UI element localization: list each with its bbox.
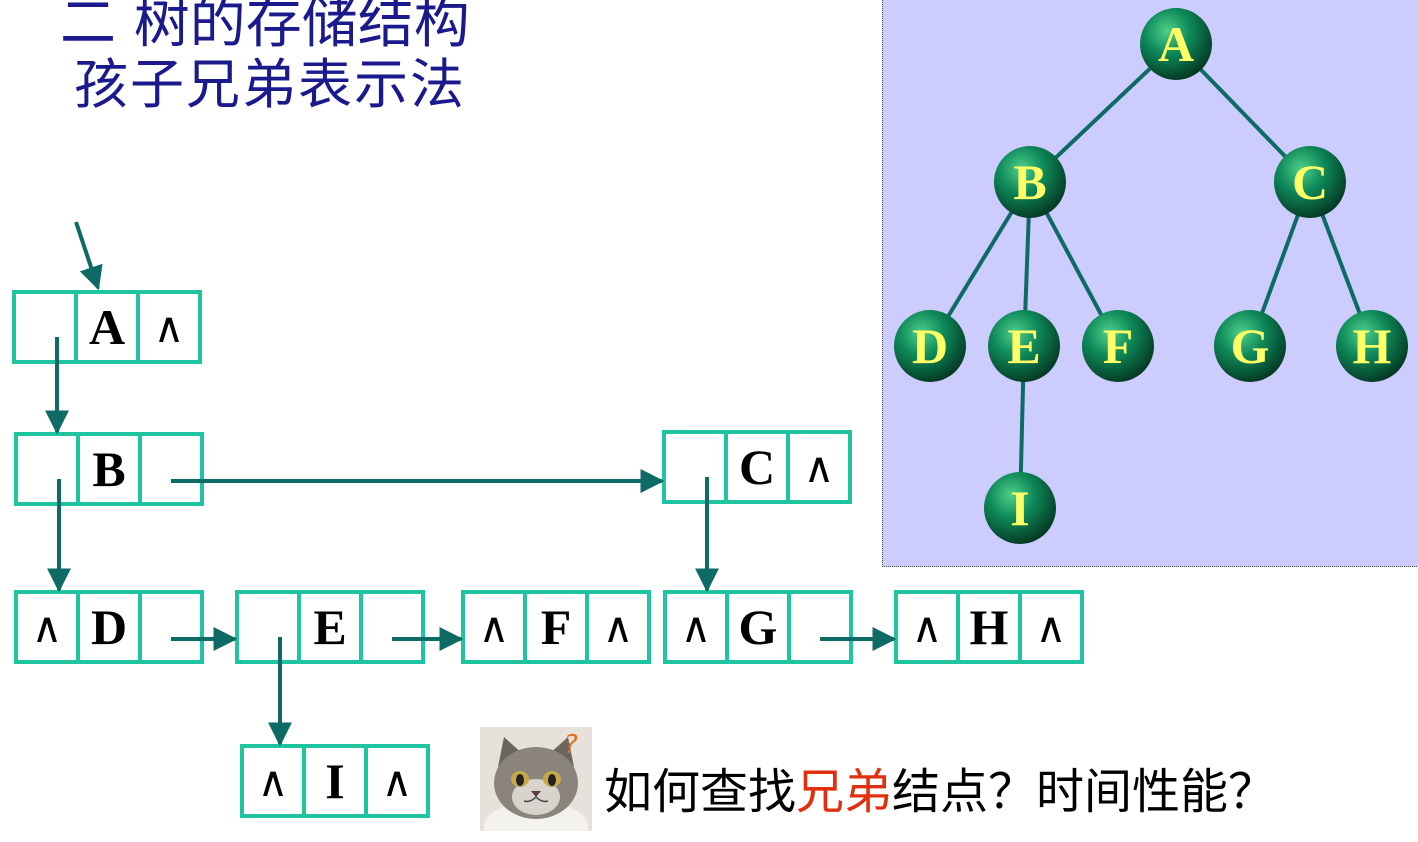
list-node-a: A∧ (12, 290, 202, 364)
node-label: E (313, 599, 346, 655)
null-pointer: ∧ (912, 603, 943, 652)
list-cell (787, 590, 853, 664)
node-label: B (92, 441, 125, 497)
tree-node-label: G (1231, 318, 1270, 374)
tree-node-g: G (1214, 310, 1286, 382)
tree-node-label: F (1103, 318, 1134, 374)
list-cell (364, 744, 430, 818)
null-pointer: ∧ (1036, 603, 1067, 652)
list-cell (1018, 590, 1084, 664)
list-node-i: ∧ I ∧ (240, 744, 430, 818)
null-pointer: ∧ (804, 443, 835, 492)
list-cell (14, 432, 80, 506)
list-cell (14, 590, 80, 664)
list-node-e: E (235, 590, 425, 664)
list-cell (76, 590, 142, 664)
tree-node-label: D (912, 318, 948, 374)
tree-node-e: E (988, 310, 1060, 382)
tree-node-circle (1140, 8, 1212, 80)
list-cell (302, 744, 368, 818)
confused-cat-image: ? (480, 727, 592, 831)
list-node-d: ∧D (14, 590, 204, 664)
list-node-h: ∧ H ∧ (894, 590, 1084, 664)
tree-node-b: B (994, 146, 1066, 218)
list-node-c: C∧ (662, 430, 852, 504)
tree-node-circle (894, 310, 966, 382)
tree-node-circle (1082, 310, 1154, 382)
list-cell (235, 590, 301, 664)
list-cell (663, 590, 729, 664)
list-cell (359, 590, 425, 664)
tree-node-c: C (1274, 146, 1346, 218)
page-title: 孩子兄弟表示法 (74, 53, 466, 116)
null-pointer: ∧ (154, 303, 185, 352)
list-cell (138, 590, 204, 664)
list-cell (956, 590, 1022, 664)
node-label: C (739, 439, 775, 495)
tree-node-circle (994, 146, 1066, 218)
node-label: G (739, 599, 778, 655)
list-cell (138, 432, 204, 506)
tree-node-label: H (1353, 318, 1392, 374)
tree-node-i: I (984, 472, 1056, 544)
null-pointer: ∧ (32, 603, 63, 652)
list-cell (786, 430, 852, 504)
null-pointer: ∧ (603, 603, 634, 652)
tree-node-h: H (1336, 310, 1408, 382)
tree-node-circle (984, 472, 1056, 544)
list-node-b: B (14, 432, 204, 506)
list-cell (12, 290, 78, 364)
tree-node-d: D (894, 310, 966, 382)
node-label: D (91, 599, 127, 655)
question-highlight: 兄弟 (796, 764, 893, 820)
tree-layer: A B C D E F G H I (894, 8, 1408, 544)
question-text: 如何查找兄弟结点？时间性能？ (604, 752, 1276, 822)
tree-node-label: I (1010, 480, 1029, 536)
node-label: H (970, 599, 1009, 655)
tree-node-f: F (1082, 310, 1154, 382)
node-label: A (89, 299, 125, 355)
null-pointer: ∧ (382, 757, 413, 806)
tree-node-label: B (1013, 154, 1046, 210)
null-pointer: ∧ (258, 757, 289, 806)
list-cell (136, 290, 202, 364)
tree-node-circle (1274, 146, 1346, 218)
tree-node-circle (1214, 310, 1286, 382)
head-pointer-arrow (74, 221, 103, 291)
list-cell (585, 590, 651, 664)
tree-node-a: A (1140, 8, 1212, 80)
tree-node-label: E (1007, 318, 1040, 374)
question-prefix: 如何查找 (604, 764, 797, 820)
svg-text:?: ? (564, 730, 578, 760)
tree-node-circle (988, 310, 1060, 382)
tree-node-label: C (1292, 154, 1328, 210)
list-node-g: ∧G (663, 590, 853, 664)
node-label: I (325, 753, 344, 809)
list-node-f: ∧ F ∧ (461, 590, 651, 664)
tree-panel (882, 0, 1418, 567)
null-pointer: ∧ (681, 603, 712, 652)
list-cell (662, 430, 728, 504)
question-suffix: 结点？时间性能？ (892, 764, 1277, 820)
partial-title: 二 树的存储结构 (60, 0, 470, 56)
tree-node-label: A (1158, 16, 1194, 72)
node-label: F (541, 599, 572, 655)
list-cell (724, 430, 790, 504)
null-pointer: ∧ (479, 603, 510, 652)
tree-node-circle (1336, 310, 1408, 382)
